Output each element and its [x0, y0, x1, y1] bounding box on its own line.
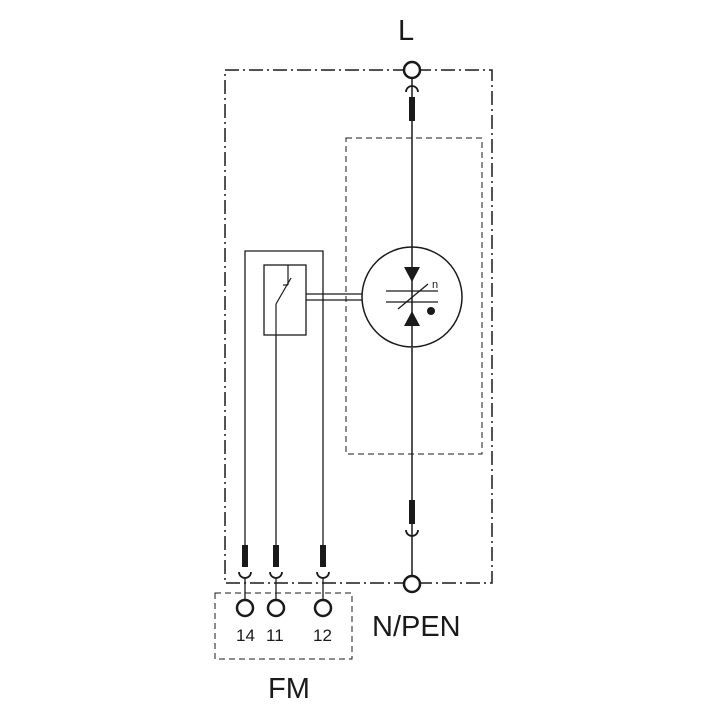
fm-terminal-block: [214, 592, 353, 660]
fm-switch-housing: [263, 264, 307, 336]
terminal-11: [266, 598, 286, 618]
label-fm: FM: [268, 673, 310, 705]
connector-l-pin: [409, 97, 415, 121]
terminal-l: [402, 60, 422, 80]
connector-14-pin: [242, 545, 248, 567]
switch-blade: [275, 277, 292, 305]
pin-label-11: 11: [266, 626, 284, 645]
terminal-14: [235, 598, 255, 618]
arrow-up-icon: [404, 311, 420, 326]
connector-12-pin: [320, 545, 326, 567]
connector-14-arc: [238, 571, 252, 579]
connector-11-pin: [273, 545, 279, 567]
arrow-down-icon: [404, 267, 420, 282]
enclosure-outline: [224, 69, 493, 584]
label-l: L: [398, 15, 414, 47]
pin-label-12: 12: [313, 626, 332, 645]
connector-l-arc: [405, 85, 419, 93]
varistor-slash: [397, 283, 429, 310]
varistor-mark: n: [432, 279, 438, 291]
varistor-dot: [427, 307, 435, 315]
fm-connectors: [238, 545, 330, 579]
pin-label-14: 14: [236, 626, 255, 645]
wire-14: [244, 250, 324, 565]
connector-npen-pin: [409, 500, 415, 524]
connector-npen-arc: [405, 529, 419, 537]
label-npen: N/PEN: [372, 611, 461, 643]
connector-12-arc: [316, 571, 330, 579]
terminal-npen: [402, 574, 422, 594]
protection-module-outline: [345, 137, 483, 455]
connector-11-arc: [269, 571, 283, 579]
terminal-12: [313, 598, 333, 618]
